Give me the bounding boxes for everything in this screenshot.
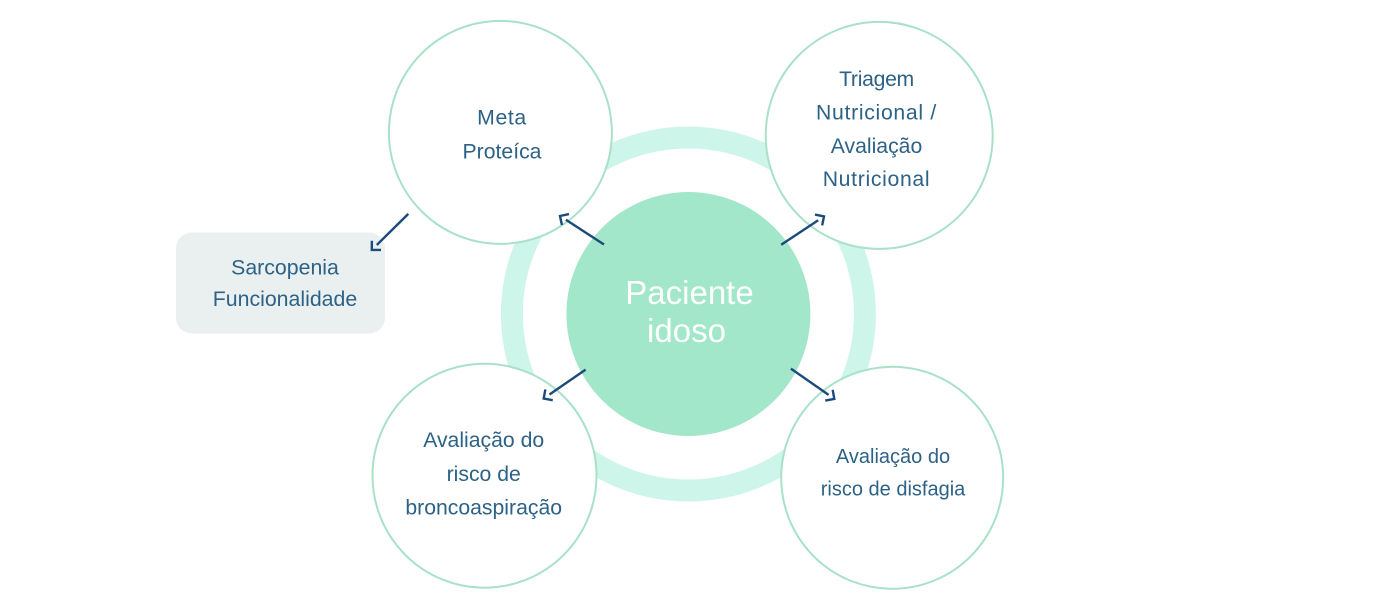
svg-text:Avaliação: Avaliação (831, 135, 923, 158)
svg-text:Funcionalidade: Funcionalidade (213, 287, 357, 311)
svg-text:Nutricional: Nutricional (823, 168, 931, 191)
svg-text:Nutricional /: Nutricional / (816, 102, 937, 125)
svg-text:Sarcopenia: Sarcopenia (231, 255, 339, 279)
svg-text:Avaliação do: Avaliação do (423, 429, 544, 452)
svg-text:Meta: Meta (477, 107, 527, 130)
svg-text:broncoaspiração: broncoaspiração (405, 497, 562, 520)
svg-text:Triagem: Triagem (839, 68, 914, 91)
svg-text:idoso: idoso (647, 312, 726, 349)
svg-text:risco de disfagia: risco de disfagia (821, 479, 966, 501)
svg-text:risco de: risco de (447, 463, 521, 486)
svg-text:Paciente: Paciente (625, 274, 753, 311)
svg-text:Avaliação do: Avaliação do (836, 446, 950, 468)
svg-text:Proteíca: Proteíca (463, 141, 542, 164)
